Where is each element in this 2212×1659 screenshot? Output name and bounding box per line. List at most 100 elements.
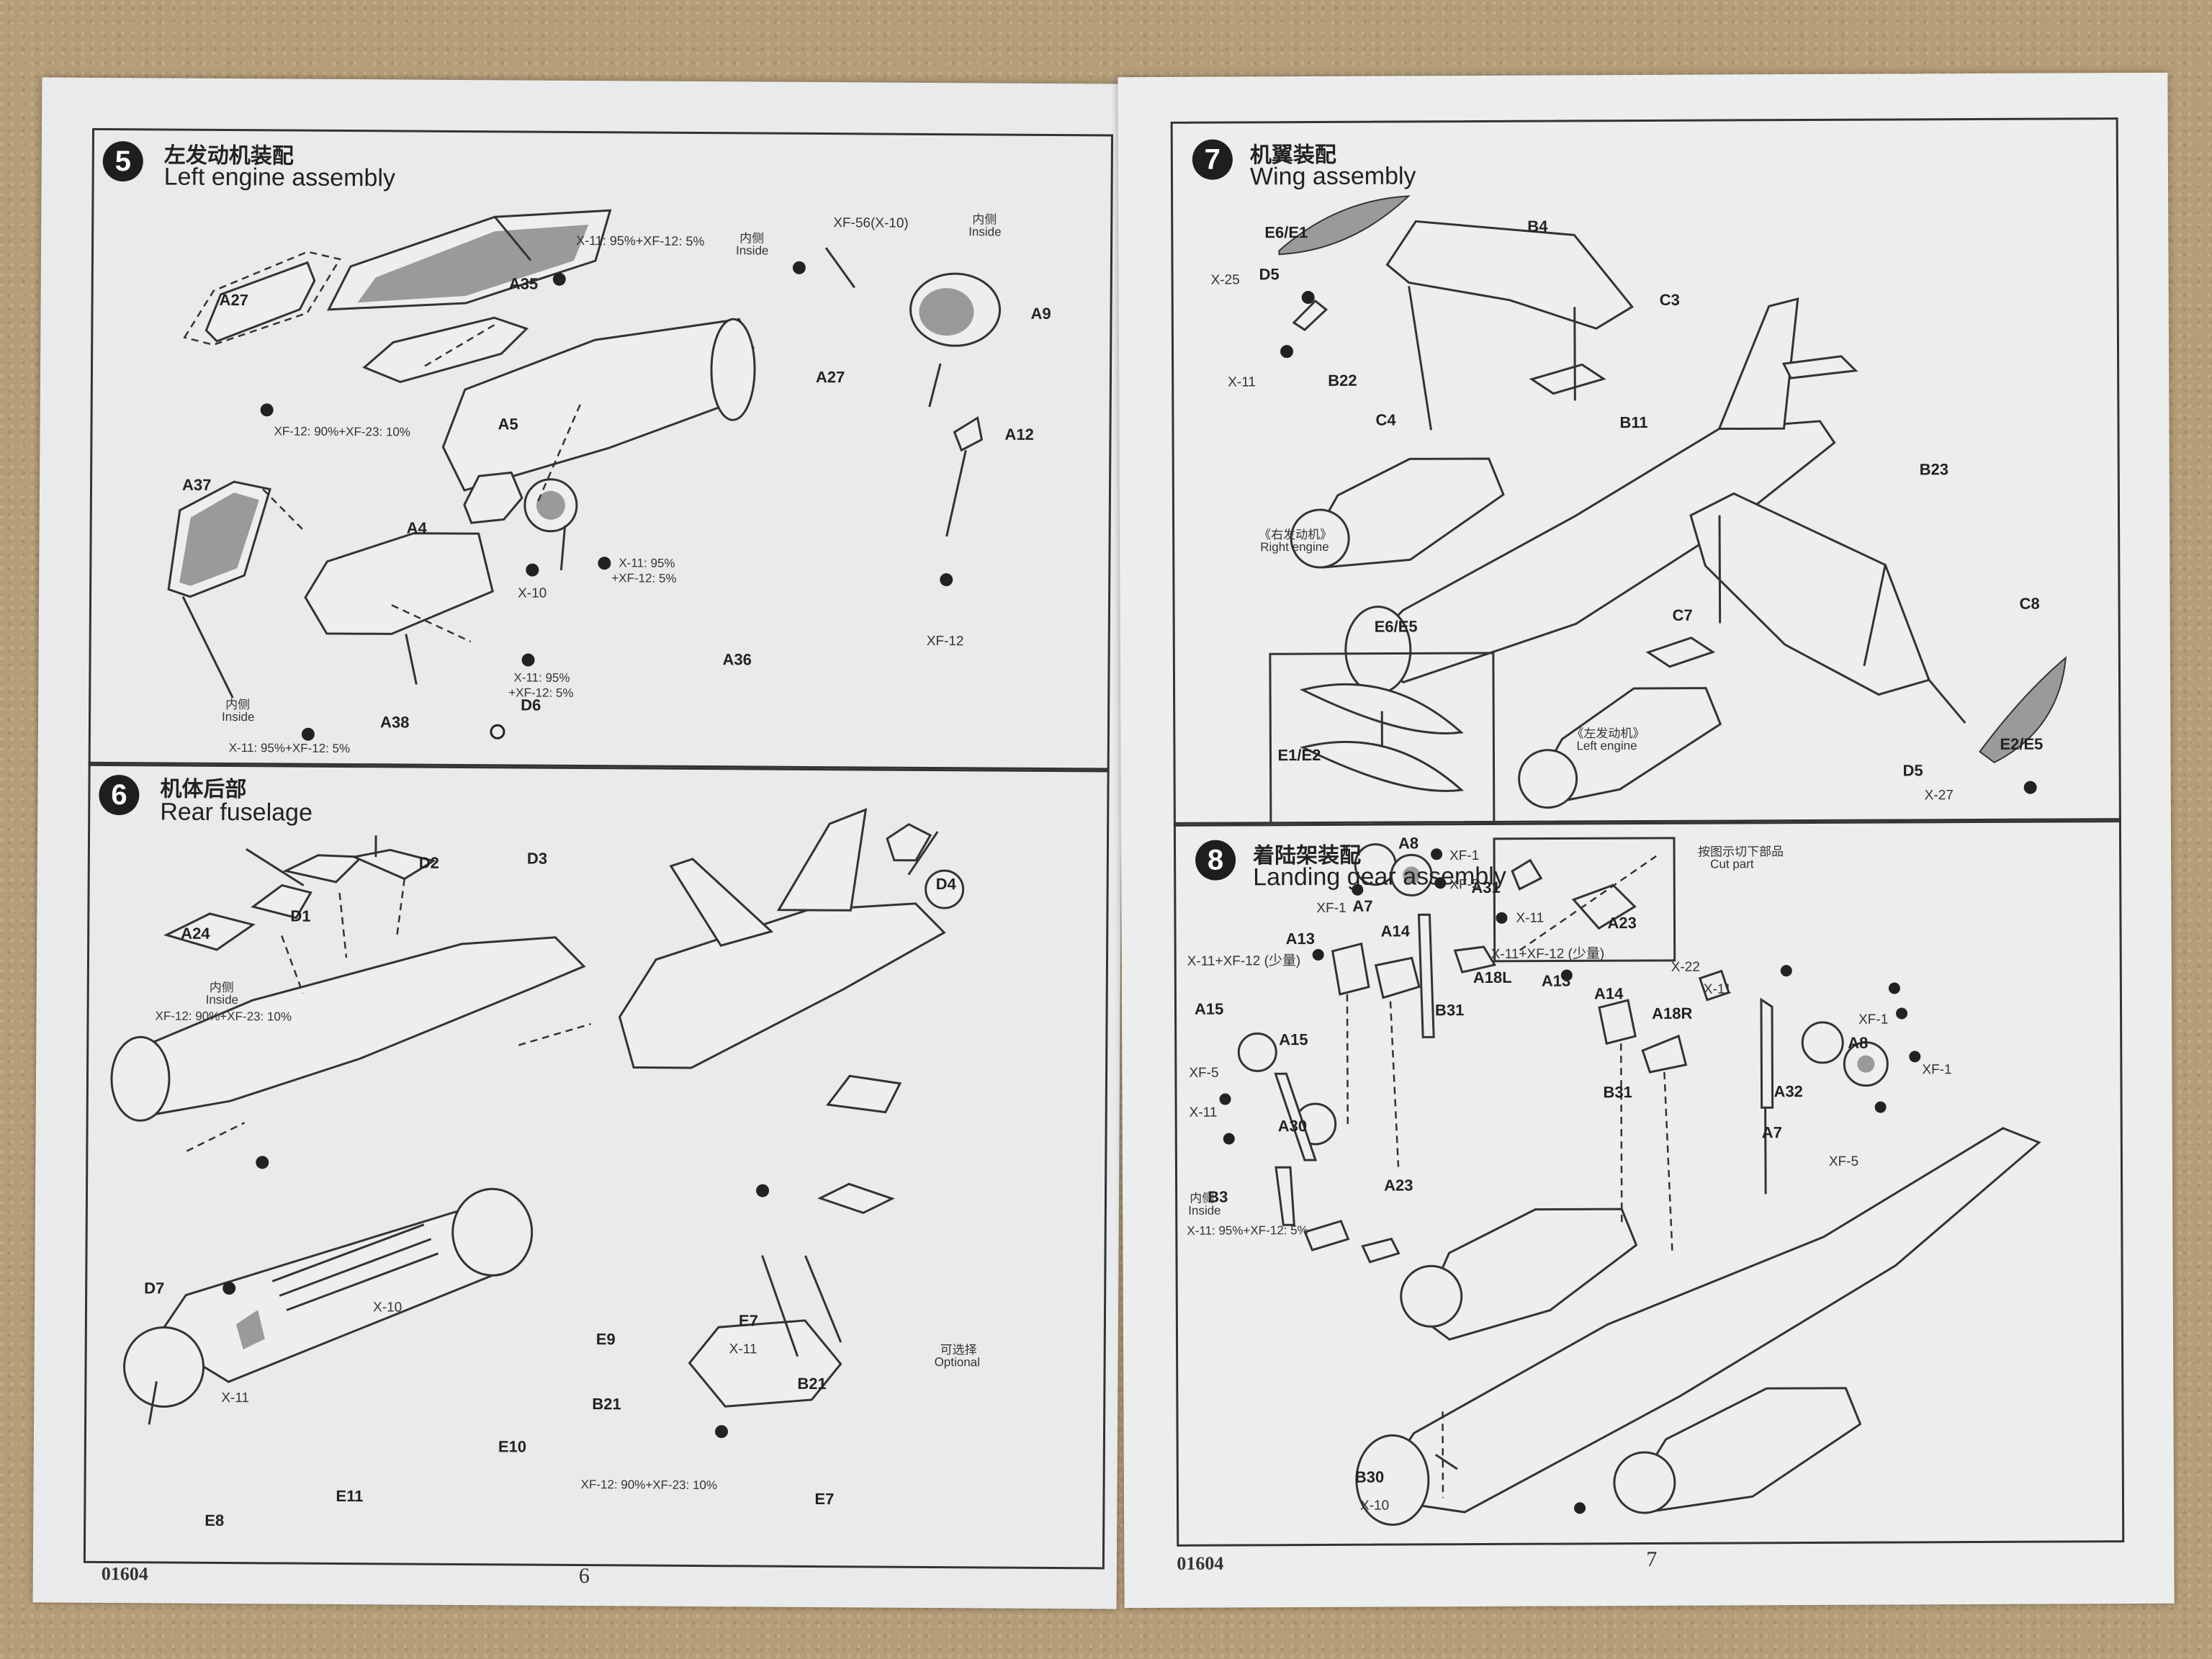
part-label-a37: A37 — [181, 475, 212, 494]
part-label-b4: B4 — [1527, 217, 1548, 235]
part-label-a18r: A18R — [1651, 1004, 1693, 1022]
instruction-page-left: 5 左发动机装配 Left engine assembly A27 A35 A2… — [32, 77, 1126, 1609]
part-label-e9: E9 — [595, 1330, 616, 1349]
part-label-e6e1: E6/E1 — [1264, 223, 1308, 242]
step8-badge: 8 — [1195, 840, 1236, 881]
part-label-d5-bottom: D5 — [1902, 761, 1923, 780]
paint-x10: X-10 — [372, 1300, 403, 1316]
paint-x11-right: X-11 — [1703, 981, 1732, 997]
left-footer-code: 01604 — [101, 1563, 148, 1585]
paint-x10: X-10 — [1359, 1498, 1390, 1514]
paint-a5-mix2: +XF-12: 5% — [611, 571, 677, 585]
part-label-e8: E8 — [204, 1511, 225, 1530]
paint-x25: X-25 — [1210, 272, 1240, 288]
part-label-a24: A24 — [181, 924, 210, 943]
paint-a4-mix1: X-11: 95% — [513, 670, 570, 685]
part-label-e11: E11 — [336, 1486, 364, 1506]
paint-xf5-top: XF-5 — [1449, 877, 1480, 893]
step7-badge: 7 — [1192, 139, 1233, 180]
part-label-b31-mid: B31 — [1603, 1083, 1632, 1102]
paint-a37-mix: X-11: 95%+XF-12: 5% — [228, 741, 351, 756]
step5-diagram — [167, 209, 1002, 741]
part-label-a36: A36 — [722, 650, 752, 669]
step6-title-en: Rear fuselage — [160, 798, 313, 827]
paint-xf1-left: XF-1 — [1316, 900, 1346, 916]
inset-label-e1e2: E1/E2 — [1277, 745, 1321, 765]
instruction-page-right: 7 机翼装配 Wing assembly E6/E1 B4 D5 C3 B22 … — [1118, 72, 2175, 1609]
part-label-d3: D3 — [526, 849, 548, 868]
inset-label-e6e5: E6/E5 — [1374, 617, 1418, 636]
part-label-e7-bottom: E7 — [814, 1490, 835, 1509]
paint-a37-inside-en: Inside — [222, 709, 255, 724]
part-label-d2: D2 — [418, 853, 440, 872]
paint-xf1-top: XF-1 — [1449, 848, 1480, 864]
paint-a27-mix: XF-12: 90%+XF-23: 10% — [274, 424, 411, 439]
left-page-number: 6 — [578, 1564, 590, 1588]
part-label-a15-mid: A15 — [1279, 1030, 1308, 1049]
paint-a24-mix: XF-12: 90%+XF-23: 10% — [155, 1009, 292, 1024]
paint-a24-inside-en: Inside — [205, 992, 239, 1007]
paint-cut-en: Cut part — [1710, 857, 1754, 871]
step7-diagram — [1269, 195, 2067, 822]
paint-x27: X-27 — [1924, 788, 1954, 804]
part-label-a18l: A18L — [1473, 968, 1512, 987]
part-label-e7-top: E7 — [738, 1311, 758, 1330]
part-label-d1: D1 — [290, 907, 311, 925]
paint-a35-inside-en: Inside — [735, 243, 769, 258]
paint-x11-left: X-11 — [1189, 1105, 1218, 1120]
part-label-b11: B11 — [1619, 413, 1648, 432]
part-label-d7: D7 — [144, 1279, 165, 1298]
paint-xf1-right: XF-1 — [1858, 1012, 1889, 1028]
paint-x11: X-11 — [1228, 374, 1256, 390]
step7-panel: 7 机翼装配 Wing assembly E6/E1 B4 D5 C3 B22 … — [1171, 117, 2117, 822]
part-label-d4: D4 — [935, 875, 956, 894]
right-page-number: 7 — [1646, 1547, 1658, 1572]
part-label-e10: E10 — [498, 1437, 527, 1456]
part-label-e2e5: E2/E5 — [2000, 734, 2044, 753]
part-label-a7-top: A7 — [1352, 896, 1373, 915]
paint-xf56-inside-en: Inside — [968, 225, 1002, 239]
paint-a13-mix: X-11+XF-12 (少量) — [1187, 953, 1301, 969]
part-label-b23: B23 — [1919, 460, 1949, 479]
step8-panel: 8 着陆架装配 Landing gear assembly A8 A7 A31 … — [1174, 818, 2120, 1542]
part-label-a15-top: A15 — [1194, 999, 1224, 1018]
part-label-a14-right: A14 — [1593, 984, 1624, 1003]
part-label-d5-top: D5 — [1259, 265, 1280, 284]
paint-x11-a31: X-11 — [1516, 910, 1545, 926]
part-label-a14-left: A14 — [1380, 922, 1410, 940]
part-label-a4: A4 — [406, 518, 427, 537]
part-label-a27: A27 — [219, 290, 249, 310]
step5-badge: 5 — [102, 140, 143, 182]
right-footer-code: 01604 — [1177, 1552, 1224, 1574]
paint-x11-left: X-11 — [221, 1390, 250, 1406]
part-label-a12: A12 — [1004, 425, 1034, 444]
paint-a5-mix1: X-11: 95% — [619, 556, 675, 570]
part-label-c8: C8 — [2019, 594, 2040, 613]
part-label-a23-inset: A23 — [1607, 914, 1637, 932]
paint-xf1-far: XF-1 — [1922, 1062, 1952, 1078]
paint-a14-mix: X-11+XF-12 (少量) — [1491, 946, 1605, 962]
part-label-a27-mid: A27 — [815, 367, 845, 387]
step6-diagram — [110, 808, 965, 1439]
paint-x22: X-22 — [1671, 959, 1700, 975]
paint-a4-mix2: +XF-12: 5% — [508, 685, 574, 700]
paint-a5-x10: X-10 — [518, 585, 547, 601]
paint-xf56: XF-56(X-10) — [833, 215, 909, 231]
part-label-a5: A5 — [498, 415, 518, 433]
step7-title-en: Wing assembly — [1249, 162, 1416, 191]
paint-xf5-left: XF-5 — [1189, 1065, 1219, 1081]
part-label-a8-right: A8 — [1848, 1033, 1869, 1052]
step5-title-en: Left engine assembly — [163, 163, 396, 192]
part-label-a8-top: A8 — [1398, 834, 1419, 853]
part-label-c4: C4 — [1375, 410, 1396, 429]
part-label-c3: C3 — [1659, 290, 1680, 309]
step8-diagram — [1219, 837, 2041, 1527]
paint-b3-mix: X-11: 95%+XF-12: 5% — [1187, 1223, 1308, 1238]
part-label-a7-right: A7 — [1761, 1123, 1782, 1142]
step6-panel: 6 机体后部 Rear fuselage D2 D3 D1 A24 D4 D7 … — [84, 762, 1105, 1565]
part-label-a35: A35 — [508, 274, 539, 293]
paint-a12-xf12: XF-12 — [926, 633, 964, 649]
part-label-b31-top: B31 — [1434, 1001, 1465, 1020]
part-label-a13-right: A13 — [1541, 971, 1571, 990]
part-label-a32: A32 — [1773, 1082, 1803, 1101]
